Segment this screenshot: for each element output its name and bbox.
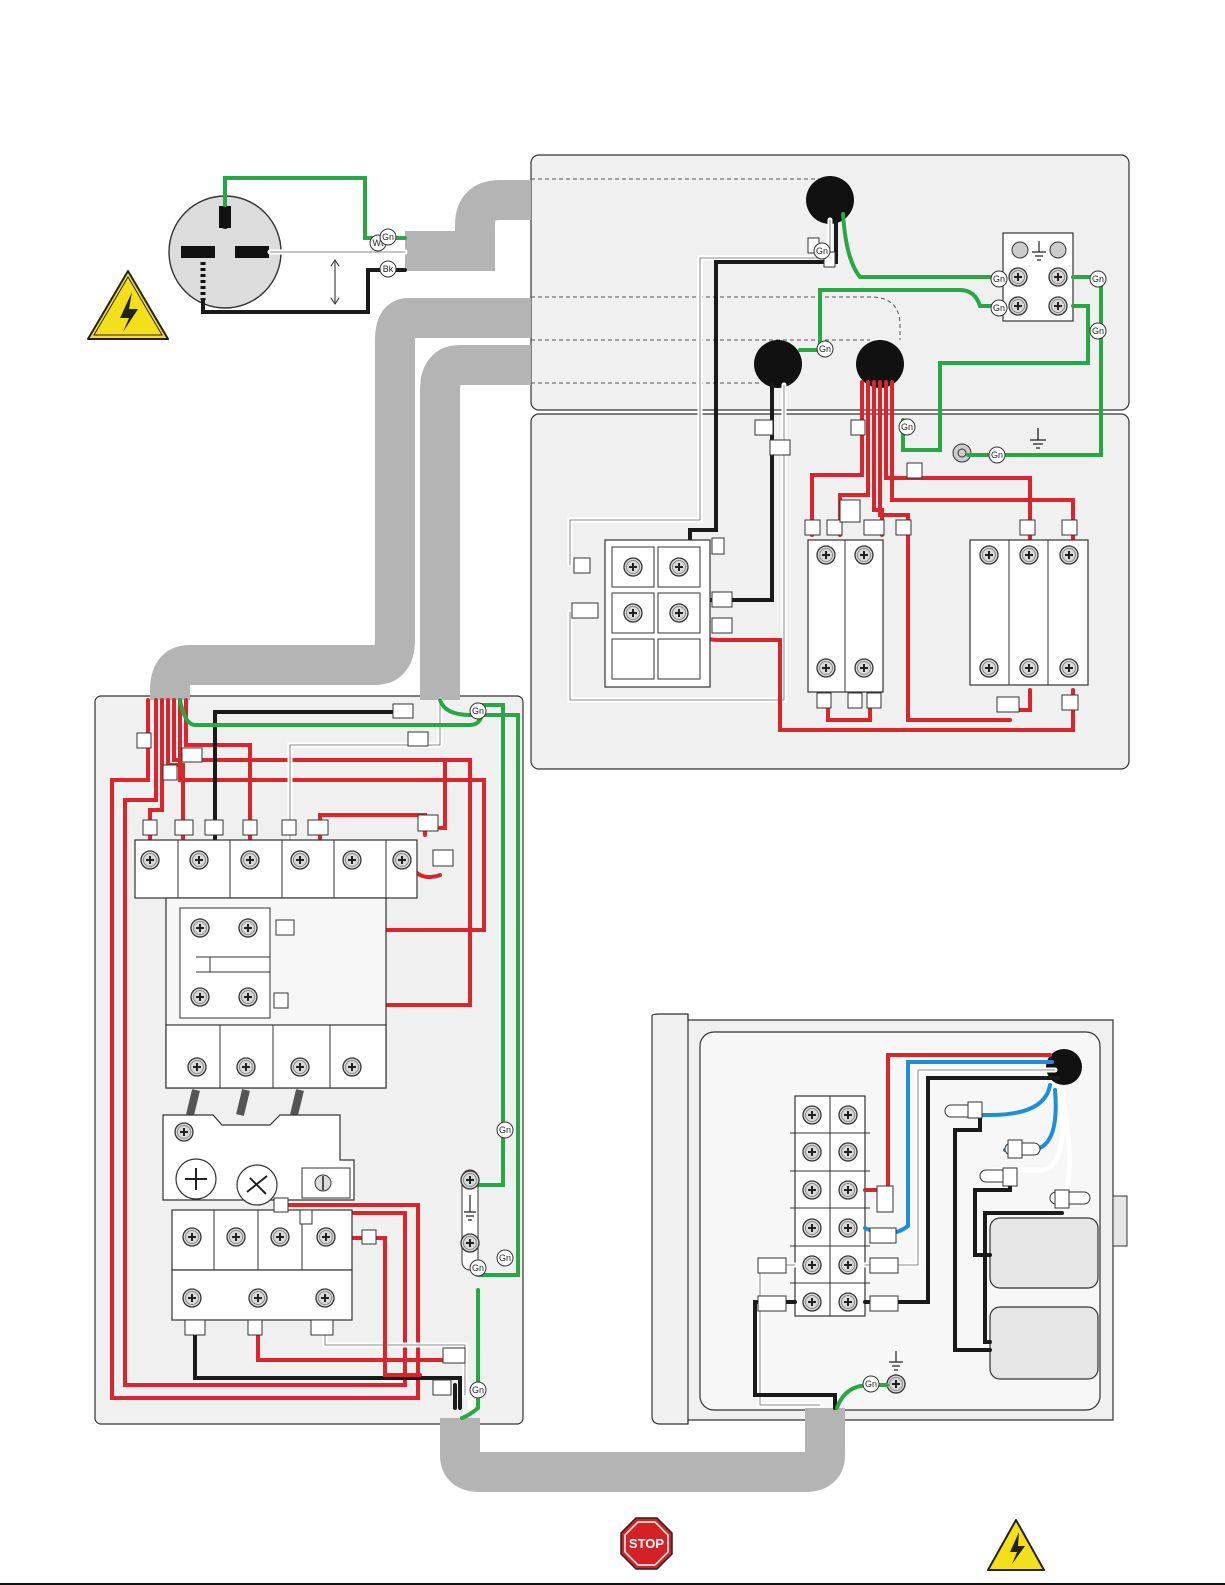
pendant-switch-stop: [990, 1307, 1098, 1379]
ground-terminal-block: [1003, 233, 1073, 321]
wire-label-ground: Gn: [497, 1122, 513, 1138]
pendant-switch-start: [990, 1218, 1098, 1288]
wire-label-ground: Gn: [863, 1376, 879, 1392]
ground-bar: [461, 1170, 479, 1270]
wire-label-ground: Gn: [991, 271, 1007, 287]
wire-label-ground-text: Gn: [472, 706, 484, 716]
pendant-terminal-strip: [790, 1096, 870, 1316]
wire-label-ground-text: Gn: [993, 303, 1005, 313]
wire-label-ground-text: Gn: [472, 1385, 484, 1395]
wire-label-ground-text: Gn: [901, 422, 913, 432]
wire-label-ground: Gn: [991, 300, 1007, 316]
wire-label-ground: Gn: [817, 341, 833, 357]
wire-label-ground: Gn: [814, 243, 830, 259]
motor-grommet-1: [806, 176, 854, 224]
wire-label-ground-text: Gn: [499, 1253, 511, 1263]
wire-label-ground: Gn: [1090, 323, 1106, 339]
relay-block-right: [970, 540, 1088, 685]
wire-label-ground: Gn: [1090, 271, 1106, 287]
wire-label-ground-text: Gn: [382, 232, 394, 242]
relay-block-left: [808, 540, 883, 692]
wire-label-ground: Gn: [497, 1250, 513, 1266]
wire-label-ground: Gn: [470, 1260, 486, 1276]
wire-label-ground-text: Gn: [472, 1263, 484, 1273]
wire-label-ground-text: Gn: [1092, 274, 1104, 284]
wire-label-ground-text: Gn: [991, 450, 1003, 460]
wire-label-black: Bk: [380, 261, 396, 277]
wire-label-ground-text: Gn: [993, 274, 1005, 284]
conduit-switch-to-control: [440, 365, 531, 700]
wire-label-ground: Gn: [470, 1382, 486, 1398]
warning-electrical-icon: [88, 271, 168, 339]
wire-label-ground-text: Gn: [819, 344, 831, 354]
wire-label-black-text: Bk: [383, 264, 394, 274]
conduit-power-cord: [405, 200, 531, 251]
wire-label-ground: Gn: [899, 419, 915, 435]
wire-label-ground: Gn: [989, 447, 1005, 463]
warning-electrical-icon: [988, 1520, 1044, 1570]
wire-label-ground: Gn: [380, 229, 396, 245]
wire-label-ground-text: Gn: [865, 1379, 877, 1389]
wire-label-ground-text: Gn: [816, 246, 828, 256]
wire-label-ground-text: Gn: [1092, 326, 1104, 336]
stop-sign-text: STOP: [629, 1536, 664, 1551]
wire-label-ground: Gn: [470, 703, 486, 719]
motor-grommet-2: [754, 340, 802, 388]
wire-label-ground-text: Gn: [499, 1125, 511, 1135]
plug-receptacle: [169, 196, 281, 308]
power-switch-block: [605, 540, 710, 687]
stop-sign-icon: STOP: [621, 1518, 672, 1569]
overload-relay: [163, 1115, 354, 1320]
contactor: [135, 840, 417, 1088]
